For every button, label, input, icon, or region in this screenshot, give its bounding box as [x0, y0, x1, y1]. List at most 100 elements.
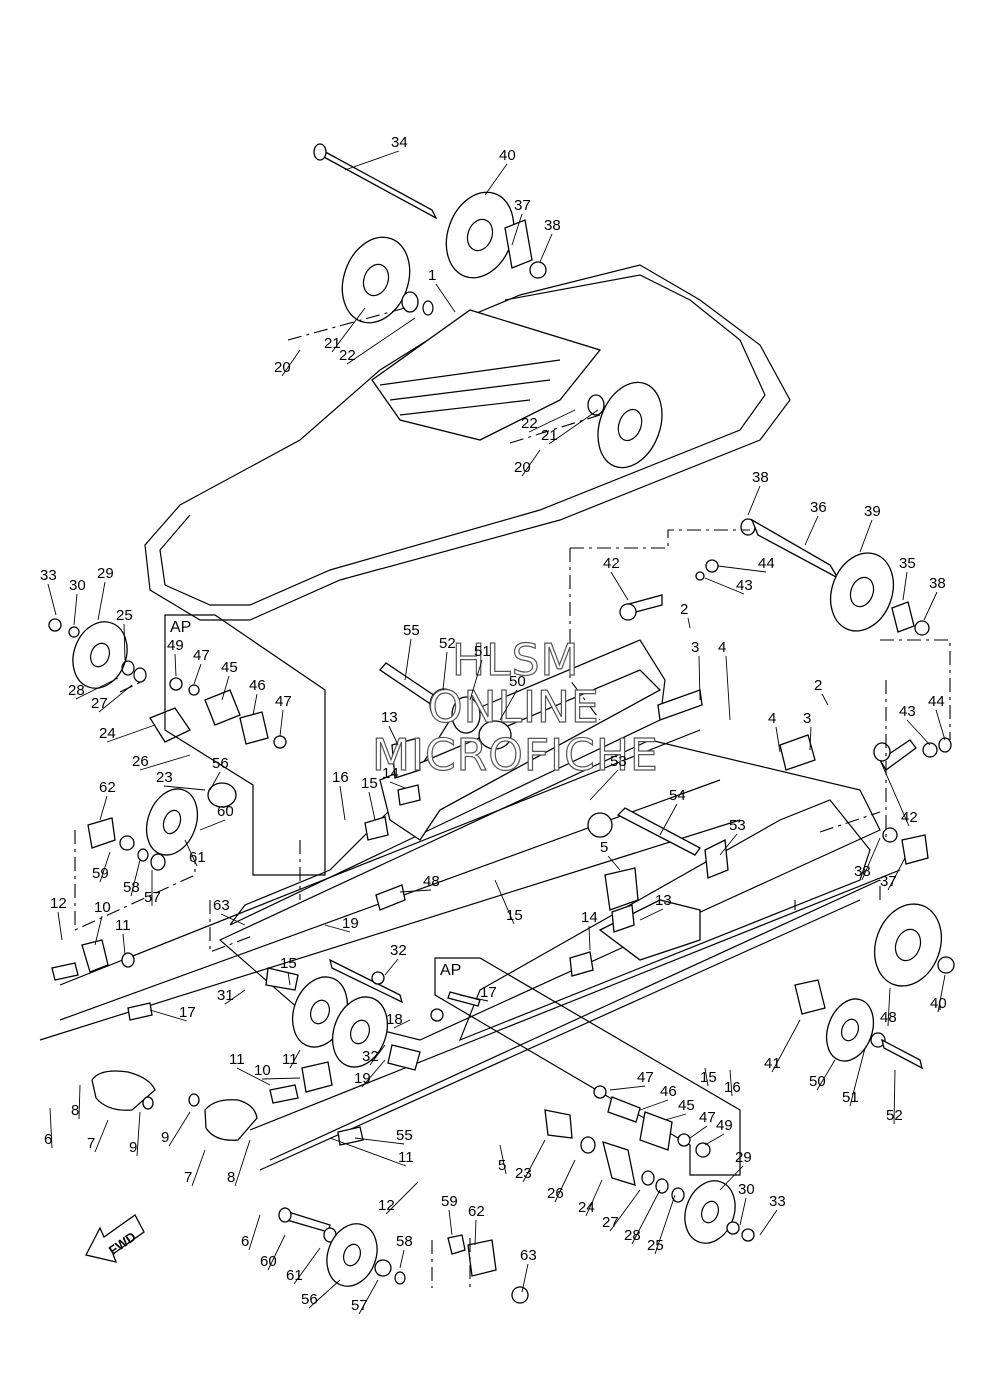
callout-leader — [279, 709, 284, 737]
callout-leader — [861, 837, 881, 881]
callout-leader — [935, 709, 946, 741]
watermark: HLSM ONLINE MICROFICHE — [371, 634, 659, 781]
callout-leader — [389, 781, 406, 789]
callout-leader — [937, 974, 946, 1013]
callout-23: 23 — [515, 1165, 532, 1182]
callout-60: 60 — [217, 803, 234, 820]
callout-leader — [704, 577, 745, 595]
callout-7: 7 — [87, 1135, 95, 1152]
callout-13: 13 — [381, 709, 398, 726]
callout-leader — [816, 1059, 836, 1091]
callout-27: 27 — [602, 1214, 619, 1231]
callout-62: 62 — [468, 1203, 485, 1220]
mid-parts — [364, 662, 952, 977]
callout-59: 59 — [92, 865, 109, 882]
callout-48: 48 — [423, 873, 440, 890]
callout-12: 12 — [378, 1197, 395, 1214]
callout-49: 49 — [716, 1117, 733, 1134]
callout-6: 6 — [241, 1233, 249, 1250]
callout-leader — [331, 307, 366, 353]
callout-leader — [234, 1139, 251, 1187]
track — [144, 264, 791, 621]
callout-60: 60 — [260, 1253, 277, 1270]
callout-59: 59 — [441, 1193, 458, 1210]
callout-leader — [771, 1019, 801, 1073]
callout-leader — [49, 1107, 53, 1149]
callout-leader — [404, 638, 412, 681]
callout-61: 61 — [189, 849, 206, 866]
watermark-line1: HLSM — [452, 635, 580, 686]
callout-10: 10 — [94, 899, 111, 916]
callout-leader — [729, 1069, 733, 1097]
callout-leader — [887, 857, 906, 891]
watermark-line3: MICROFICHE — [372, 730, 659, 781]
callout-21: 21 — [541, 427, 558, 444]
callout-20: 20 — [514, 459, 531, 476]
callout-leader — [94, 1119, 109, 1153]
callout-leader — [609, 1189, 641, 1232]
callout-3: 3 — [803, 710, 811, 727]
callout-46: 46 — [660, 1083, 677, 1100]
callout-leader — [631, 1189, 661, 1245]
callout-56: 56 — [212, 755, 229, 772]
callout-34: 34 — [391, 134, 408, 151]
callout-25: 25 — [647, 1237, 664, 1254]
callout-9: 9 — [129, 1139, 137, 1156]
callout-43: 43 — [899, 703, 916, 720]
callout-leader — [139, 754, 191, 771]
callout-61: 61 — [286, 1267, 303, 1284]
construction-lines — [74, 307, 951, 1290]
callout-leader — [704, 1067, 709, 1087]
callout-leader — [719, 833, 738, 856]
callout-leader — [469, 659, 483, 701]
callout-leader — [585, 1179, 603, 1217]
callout-leader — [130, 859, 141, 897]
callout-leader — [78, 1084, 81, 1120]
callout-leader — [499, 689, 518, 721]
callout-leader — [474, 1219, 477, 1246]
callout-leader — [267, 1234, 286, 1271]
callout-46: 46 — [249, 677, 266, 694]
callout-11: 11 — [398, 1149, 414, 1166]
callout-leader — [73, 593, 78, 626]
callout-38: 38 — [752, 469, 769, 486]
callout-15: 15 — [506, 907, 523, 924]
callout-leader — [887, 987, 891, 1027]
callout-leader — [499, 1144, 507, 1175]
callout-29: 29 — [735, 1149, 752, 1166]
callout-leader — [261, 1077, 301, 1080]
callout-32: 32 — [362, 1048, 379, 1065]
callout-39: 39 — [864, 503, 881, 520]
callout-leader — [739, 1197, 747, 1226]
callout-leader — [435, 283, 456, 313]
callout-leader — [775, 726, 781, 753]
callout-leader — [484, 163, 508, 196]
callout-leader — [163, 785, 206, 791]
callout-11: 11 — [115, 917, 131, 934]
callout-leader — [388, 725, 399, 746]
callout-leader — [521, 1263, 529, 1293]
callout-leader — [659, 803, 678, 836]
callout-56: 56 — [301, 1291, 318, 1308]
callout-leader — [548, 409, 599, 445]
callout-50: 50 — [809, 1073, 826, 1090]
upper-axle-assembly — [313, 143, 547, 324]
callout-leader — [329, 1137, 407, 1167]
rear-axle-assembly — [619, 518, 930, 636]
callout-17: 17 — [480, 984, 497, 1001]
callout-leader — [368, 791, 376, 821]
ap-label-top: AP — [170, 619, 191, 636]
callout-leader — [354, 1137, 405, 1145]
callout-leader — [174, 653, 177, 677]
callout-26: 26 — [132, 753, 149, 770]
callout-24: 24 — [578, 1199, 595, 1216]
callout-28: 28 — [624, 1227, 641, 1244]
callout-42: 42 — [901, 809, 918, 826]
callout-10: 10 — [254, 1062, 271, 1079]
callout-1: 1 — [428, 267, 436, 284]
callout-53: 53 — [729, 817, 746, 834]
callout-63: 63 — [213, 897, 230, 914]
callout-5: 5 — [498, 1157, 506, 1174]
callout-8: 8 — [227, 1169, 235, 1186]
